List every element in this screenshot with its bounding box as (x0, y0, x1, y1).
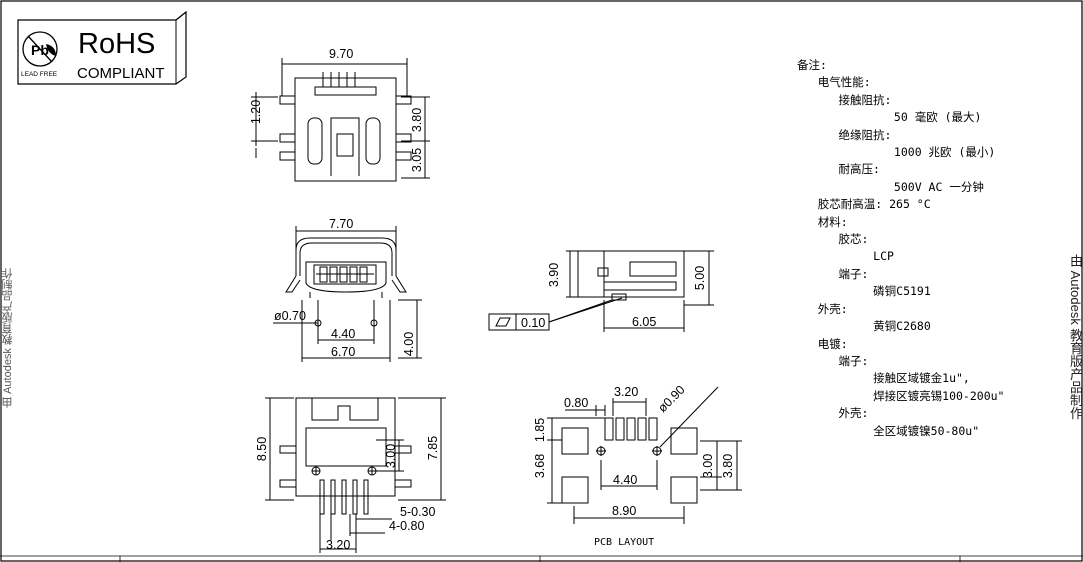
pcb-layout-label: PCB LAYOUT (594, 537, 654, 548)
rohs-badge: Pb LEAD FREE RoHS COMPLIANT (17, 10, 187, 85)
note-line: 外壳: (797, 301, 848, 316)
side-view (488, 250, 714, 332)
dim-pcb-pitch: 3.20 (614, 385, 638, 399)
note-line: 备注: (797, 58, 827, 72)
pb-mark: Pb (31, 42, 49, 58)
dim-front-width: 7.70 (329, 217, 353, 231)
dim-front-height: 4.00 (402, 332, 416, 356)
watermark-left-text: 由 Autodesk 教育版产品制作 (2, 268, 12, 408)
note-line: 胶芯耐高温: 265 °C (797, 197, 931, 212)
dim-pcb-hole: ø0.90 (655, 383, 688, 416)
note-line: 材料: (797, 214, 848, 229)
dim-top-pitch: 1.20 (249, 100, 263, 124)
note-line: 500V AC 一分钟 (797, 179, 984, 194)
note-line: 耐高压: (797, 162, 880, 177)
dim-bottom-h1: 7.85 (426, 436, 440, 460)
note-line: 黄铜C2680 (797, 319, 931, 334)
lead-free-label: LEAD FREE (21, 71, 58, 78)
dim-pcb-v2: 3.80 (721, 454, 735, 478)
notes-block: 备注: 电气性能: 接触阻抗: 50 毫欧 (最大) 绝缘阻抗: 1000 兆欧… (797, 57, 1004, 440)
dim-top-h2: 3.05 (410, 148, 424, 172)
note-line: 焊接区镀亮锡100-200u" (797, 388, 1005, 403)
dim-top-h1: 3.80 (410, 108, 424, 132)
dim-bottom-pins2: 4-0.80 (389, 519, 424, 533)
note-line: 接触阻抗: (797, 92, 892, 107)
dim-side-h1: 3.90 (547, 263, 561, 287)
lead-free-icon (22, 31, 58, 67)
note-line: 电气性能: (797, 75, 871, 90)
note-line: LCP (797, 249, 894, 264)
watermark-right: 由 Autodesk 教育版产品制作 (1066, 254, 1083, 484)
bottom-view (265, 397, 446, 553)
dim-top-width: 9.70 (329, 47, 353, 61)
note-line: 端子: (797, 353, 869, 368)
dim-bottom-h2: 3.00 (384, 444, 398, 468)
watermark-right-text: 由 Autodesk 教育版产品制作 (1068, 254, 1083, 420)
note-line: 胶芯: (797, 232, 869, 247)
front-view (273, 226, 422, 362)
dim-pcb-w: 8.90 (612, 504, 636, 518)
dim-pcb-pad: 0.80 (564, 396, 588, 410)
note-line: 磷铜C5191 (797, 284, 931, 299)
dim-side-len: 6.05 (632, 315, 656, 329)
note-line: 外壳: (797, 406, 869, 421)
dim-flatness: 0.10 (521, 316, 545, 330)
dim-side-h2: 5.00 (693, 266, 707, 290)
note-line: 50 毫欧 (最大) (797, 110, 982, 125)
rohs-title: RoHS (78, 28, 155, 60)
pcb-layout (547, 386, 742, 524)
note-line: 1000 兆欧 (最小) (797, 145, 996, 160)
note-line: 接触区域镀金1u", (797, 371, 970, 386)
note-line: 端子: (797, 266, 869, 281)
dim-bottom-height: 8.50 (255, 437, 269, 461)
dim-front-outer: 6.70 (331, 345, 355, 359)
dim-bottom-pins: 5-0.30 (400, 505, 435, 519)
note-line: 全区域镀镍50-80u" (797, 423, 980, 438)
dim-front-inner: 4.40 (331, 327, 355, 341)
top-view (251, 58, 430, 182)
dim-pcb-h1: 1.85 (533, 418, 547, 442)
dim-pcb-h2: 3.68 (533, 454, 547, 478)
watermark-left: 由 Autodesk 教育版产品制作 (0, 268, 12, 468)
note-line: 绝缘阻抗: (797, 127, 892, 142)
note-line: 电镀: (797, 336, 848, 351)
dim-pcb-c: 4.40 (613, 473, 637, 487)
dim-pcb-v1: 3.00 (701, 454, 715, 478)
dim-front-hole: ø0.70 (274, 309, 306, 323)
rohs-subtitle: COMPLIANT (77, 65, 165, 82)
dim-bottom-span: 3.20 (326, 538, 350, 552)
